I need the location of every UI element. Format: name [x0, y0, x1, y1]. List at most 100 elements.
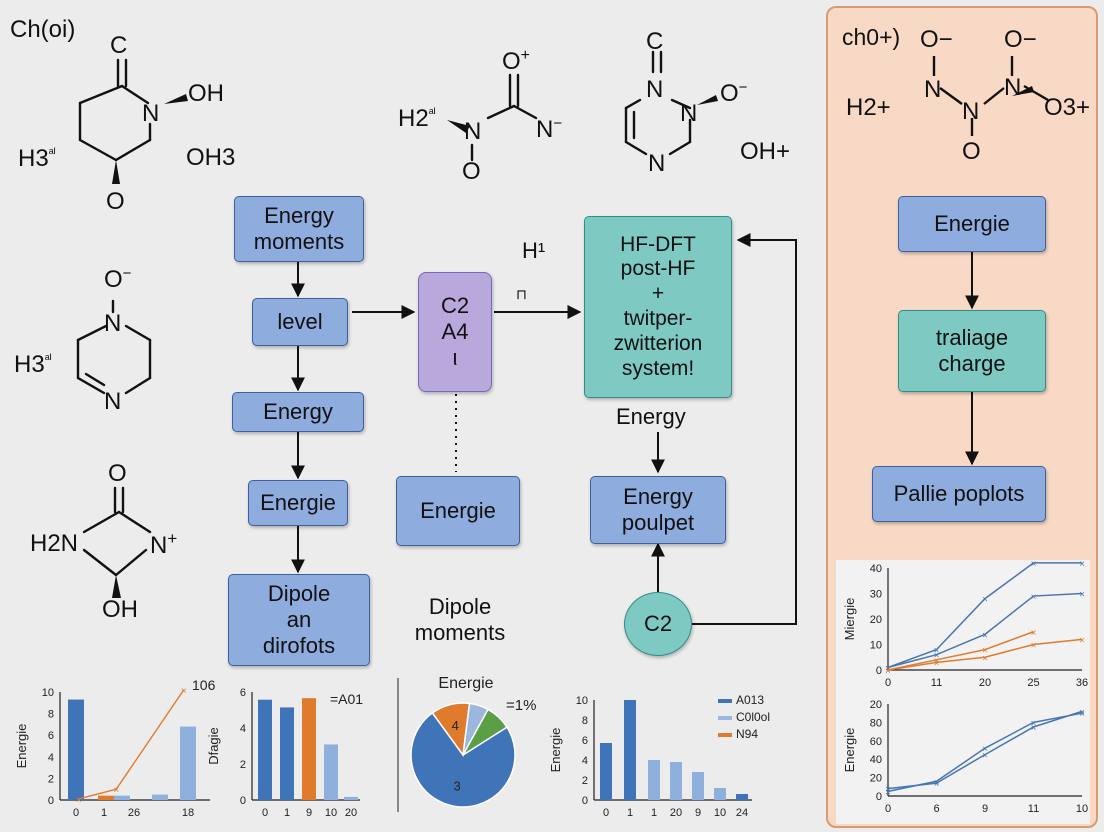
chart-5-y-tick: 20 — [870, 699, 882, 711]
chart-3-y-tick: 8 — [582, 715, 588, 727]
chart-4-point: × — [1079, 635, 1085, 646]
chart-0-annotation: 106 — [192, 677, 216, 693]
chart-4-point: × — [1031, 592, 1037, 603]
chart-0-y-tick: 4 — [48, 752, 54, 764]
m4-minus: − — [553, 115, 563, 132]
panel-energie-label: Energie — [934, 211, 1010, 237]
panel-arrows — [965, 252, 979, 466]
chart-1-y-tick: 2 — [240, 759, 246, 771]
energy-label-under-teal: Energy — [616, 404, 686, 429]
chart-0-line — [78, 689, 185, 800]
chart-4-x-tick: 20 — [979, 677, 991, 689]
dipole-box[interactable]: Dipole an dirofots — [228, 574, 370, 666]
chart-4-point: × — [885, 663, 891, 674]
m2-h3-text: H3 — [14, 351, 45, 378]
chart-0-bar — [180, 726, 196, 800]
hf-dft-label: HF-DFT post-HF + twitper- zwitterion sys… — [613, 232, 703, 380]
chart-4-y-tick: 30 — [870, 589, 882, 601]
molecule-4-h2: H2ᵃᴵ — [398, 106, 436, 131]
chart-4-series-line — [887, 562, 1082, 669]
chart-3-legend-label: C0l0ol — [736, 710, 770, 724]
panel-molecule-o-bottom: O — [962, 138, 981, 165]
dipole-box-label: Dipole an dirofots — [262, 581, 336, 658]
energy-moments-label: Energy moments — [253, 203, 345, 254]
molecule-4-o: O+ — [502, 48, 530, 74]
energy-moments-box[interactable]: Energy moments — [234, 196, 364, 262]
chart-3-legend-swatch — [718, 733, 732, 737]
chart-1-bar — [344, 796, 358, 800]
chart-3-legend-swatch — [718, 716, 732, 720]
chart-3-bar — [670, 762, 682, 800]
chart-5-point: × — [885, 785, 891, 796]
chart-3-y-tick: 0 — [582, 795, 588, 807]
chart-4-point: × — [934, 651, 940, 662]
c2-circle-label: C2 — [643, 611, 673, 637]
molecule-1-title: Ch(oi) — [10, 16, 76, 43]
molecule-3-o: O — [108, 460, 127, 487]
chart-1-x-tick: 10 — [325, 807, 337, 819]
m5-o-text: O — [720, 80, 739, 107]
molecule-4-n-right: N− — [536, 116, 562, 142]
energy-label: Energy — [263, 399, 333, 425]
chart-0-y-tick: 2 — [48, 773, 54, 785]
molecule-5-n-bottom: N — [648, 150, 666, 177]
panel-molecule-n-center: N — [962, 98, 980, 125]
chart-0-y-tick: 6 — [48, 730, 54, 742]
chart-1-x-tick: 1 — [284, 807, 290, 819]
chart-3-bar — [600, 743, 612, 800]
chart-3-y-tick: 10 — [576, 695, 588, 707]
chart-1-x-tick: 20 — [345, 807, 357, 819]
hf-dft-box[interactable]: HF-DFT post-HF + twitper- zwitterion sys… — [584, 216, 732, 398]
chart-3-y-tick: 4 — [582, 755, 588, 767]
chart-1-y-tick: 4 — [240, 723, 246, 735]
chart-3-x-tick: 24 — [736, 807, 748, 819]
energy-box[interactable]: Energy — [232, 392, 364, 432]
chart-4-x-tick: 0 — [885, 677, 891, 689]
chart-1-y-tick: 6 — [240, 687, 246, 699]
m5-minus: − — [738, 79, 748, 96]
panel-pallie-box[interactable]: Pallie poplots — [872, 466, 1046, 522]
molecule-1-c: C — [110, 32, 128, 59]
energie-box-mid[interactable]: Energie — [396, 476, 520, 546]
chart-5-x-tick: 6 — [933, 803, 939, 815]
dipole-moments-label: Dipole moments — [414, 594, 506, 646]
c2-a4-box[interactable]: C2 A4 ι — [418, 272, 492, 392]
chart-1-bar — [258, 699, 272, 800]
m4-n-text: N — [536, 116, 554, 143]
m2-minus: − — [122, 265, 132, 282]
c2-circle[interactable]: C2 — [624, 592, 692, 656]
chart-5-series-line — [887, 710, 1083, 790]
h3-sup: ᵃᴵ — [48, 145, 56, 160]
c2-a4-label: C2 A4 ι — [440, 293, 470, 370]
chart-2-slice — [410, 711, 516, 808]
chart-4-y-tick: 40 — [870, 563, 882, 575]
level-box[interactable]: level — [252, 298, 348, 346]
panel-molecule-o-left: O− — [920, 26, 953, 53]
energie-box-left[interactable]: Energie — [248, 480, 348, 526]
molecule-5-ohplus: OH+ — [740, 138, 791, 165]
chart-0-line-point: × — [181, 686, 187, 697]
chart-4-point: × — [982, 646, 988, 657]
chart-3-bar — [736, 794, 748, 800]
chart-3-x-tick: 1 — [627, 807, 633, 819]
chart-3-x-tick: 20 — [670, 807, 682, 819]
molecule-2-n-bottom: N — [104, 388, 122, 415]
chart-4-series-line — [887, 631, 1034, 671]
chart-5-x-tick: 10 — [1076, 803, 1088, 815]
chart-0-x-tick: 0 — [73, 807, 79, 819]
m4-o-text: O — [502, 48, 521, 75]
molecule-1-oh3: OH3 — [186, 144, 236, 171]
panel-charge-box[interactable]: traliage charge — [898, 310, 1046, 392]
energy-poulpet-box[interactable]: Energy poulpet — [590, 476, 726, 544]
h1-label: H¹ — [522, 238, 546, 263]
chart-4-point: × — [885, 666, 891, 677]
panel-energie-box[interactable]: Energie — [898, 196, 1046, 252]
chart-4-point: × — [885, 666, 891, 677]
chart-5-y-tick: 60 — [870, 736, 882, 748]
molecule-2-o: O− — [104, 266, 131, 292]
chart-5-point: × — [982, 751, 988, 762]
energie-label-left: Energie — [260, 490, 336, 516]
chart-1-bar — [324, 744, 338, 800]
chart-4-x-tick: 11 — [931, 677, 942, 689]
